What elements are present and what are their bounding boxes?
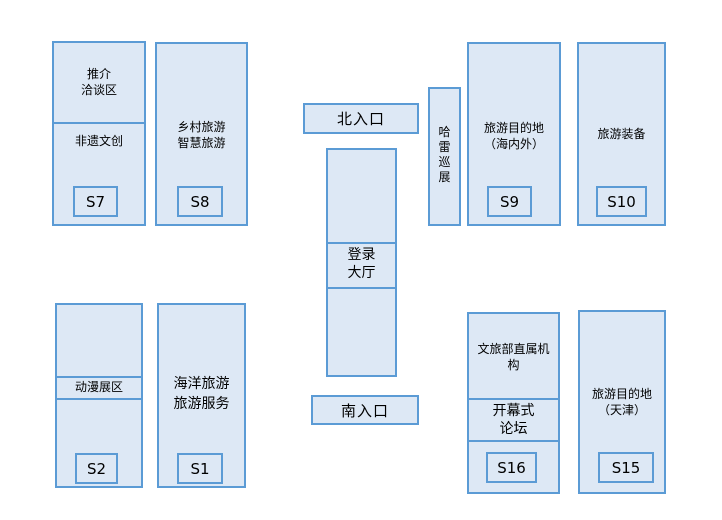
booth-s9-name: 旅游目的地 （海内外） xyxy=(483,121,544,152)
booth-s7-divider xyxy=(52,122,146,124)
harbin-tour-exhibit-name: 哈 雷 巡 展 xyxy=(438,125,451,184)
booth-s2-divider-bottom xyxy=(55,398,143,400)
booth-s10-code: S10 xyxy=(596,186,647,217)
harbin-tour-exhibit xyxy=(428,87,461,226)
booth-s16-name: 文旅部直属机 构 xyxy=(477,342,550,373)
booth-s8-code: S8 xyxy=(177,186,223,217)
booth-s2-name: 动漫展区 xyxy=(74,380,123,394)
south-entrance: 南入口 xyxy=(311,395,419,425)
booth-s2 xyxy=(55,303,143,488)
booth-s15-code: S15 xyxy=(598,452,654,483)
registration-hall-divider-bottom xyxy=(326,287,397,289)
north-entrance: 北入口 xyxy=(303,103,419,134)
booth-s2-code: S2 xyxy=(75,453,118,484)
booth-s10-name: 旅游装备 xyxy=(597,127,646,141)
booth-s7-code: S7 xyxy=(73,186,118,217)
booth-s16-divider-top xyxy=(467,398,560,400)
booth-s1-name: 海洋旅游 旅游服务 xyxy=(173,376,230,412)
booth-s1-code: S1 xyxy=(177,453,223,484)
registration-hall-name: 登录 大厅 xyxy=(347,247,376,282)
booth-s9-code: S9 xyxy=(487,186,532,217)
booth-s7-zone-a: 推介 洽谈区 xyxy=(80,67,117,98)
opening-forum: 开幕式 论坛 xyxy=(492,403,535,438)
booth-s7-zone-b: 非遗文创 xyxy=(74,134,123,148)
registration-hall xyxy=(326,148,397,377)
registration-hall-divider-top xyxy=(326,242,397,244)
booth-s16-divider-bottom xyxy=(467,440,560,442)
booth-s16-code: S16 xyxy=(486,452,537,483)
booth-s15-name: 旅游目的地 （天津） xyxy=(591,387,652,418)
booth-s8-name: 乡村旅游 智慧旅游 xyxy=(177,120,226,151)
booth-s2-divider-top xyxy=(55,376,143,378)
